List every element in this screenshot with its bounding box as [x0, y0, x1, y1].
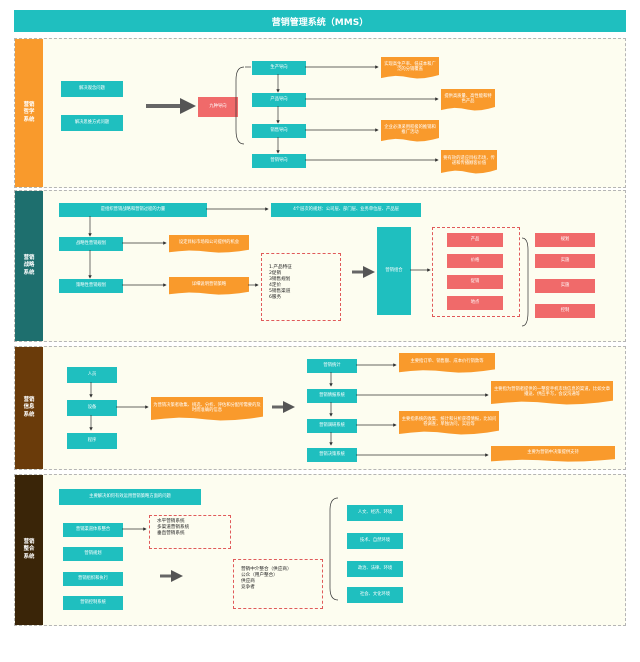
four-p-group [432, 227, 520, 317]
marketing-desc: 要有效的适应目标市场，传递和传播顾客价值 [441, 150, 497, 174]
right-implement-1: 实施 [535, 254, 595, 268]
env-technology: 技术、自然环境 [347, 533, 403, 549]
marketing-mix-box: 营销组合 [377, 227, 411, 315]
list-item: 3销售规划 [269, 276, 291, 282]
orientation-production: 生产导向 [252, 61, 306, 75]
list-item: 垂直营销系统 [157, 530, 185, 536]
marketing-org: 营销组织和执行 [63, 572, 123, 586]
intermediary-items: 营销中介整合（供应商） 公众（用户整合） 供应商 竞争者 [241, 567, 321, 591]
strategic-planning-desc: 设定目标市场和公司提供的机会 [169, 235, 249, 253]
list-item: 5销售渠道 [269, 288, 291, 294]
production-desc: 实现高生产率、低成本和广泛的分销覆盖 [381, 57, 439, 79]
list-item: 竞争者 [241, 584, 255, 590]
marketing-planning: 营销规划 [63, 547, 123, 561]
product-features-list [261, 253, 341, 321]
section-strategy: 营销 战略 系统 是组织营销战略和营销过程的力量 4个层次的规划：公司层、部门层… [14, 190, 626, 342]
thinking-box: 解决思维方式问题 [61, 115, 123, 131]
orientation-product: 产品导向 [252, 93, 306, 107]
list-item: 2促销 [269, 270, 282, 276]
research-desc: 主要指系统的收集、统计和分析获得情报，比如问卷调查，单独访问，实验等 [399, 411, 499, 435]
list-item: 水平营销系统 [157, 519, 185, 524]
orientation-sales: 销售导向 [252, 124, 306, 138]
info-equipment: 设备 [67, 400, 117, 416]
integration-top-box: 主要解决如何有效运用营销策略方面的问题 [59, 489, 201, 505]
list-item: 多渠道营销系统 [157, 524, 190, 530]
orientation-marketing: 营销导向 [252, 154, 306, 168]
list-item: 4定价 [269, 282, 282, 288]
info-collect-desc: 为营销决策者收集、挑选、分析、评估和分配所需要的及时而准确的信息 [151, 397, 263, 421]
mkt-statistics: 营销统计 [307, 359, 357, 373]
four-p-product: 产品 [447, 233, 503, 247]
four-levels-box: 4个层次的规划：公司层、部门层、业务单位层、产品层 [271, 203, 421, 217]
env-humanity: 人文、经济、环境 [347, 505, 403, 521]
concept-box: 解决观念问题 [61, 81, 123, 97]
four-p-price: 价格 [447, 254, 503, 268]
channel-integration: 营销渠道体系整合 [63, 523, 123, 537]
list-item: 6服务 [269, 294, 282, 300]
section-label-strategy: 营销 战略 系统 [15, 191, 43, 341]
section-information: 营销 信息 系统 人员 设备 程序 为营销决策者收集、挑选、分析、评估和分配所需… [14, 346, 626, 470]
list-item: 供应商 [241, 578, 255, 584]
marketing-control: 营销控制系统 [63, 596, 123, 610]
sales-desc: 企业必须采用积极的推销和推广活动 [381, 120, 439, 142]
nine-orientations-box: 九种导向 [198, 97, 238, 117]
right-implement-2: 实施 [535, 279, 595, 293]
section-philosophy: 营销 哲学 系统 解决观念问题 解决思维方式问题 九种导向 生产导向 产品导向 … [14, 38, 626, 188]
four-p-promotion: 促销 [447, 275, 503, 289]
intermediary-list [233, 559, 323, 609]
info-people: 人员 [67, 367, 117, 383]
mkt-decision: 营销决策系统 [307, 448, 357, 462]
intelligence-desc: 主要指为营销者提供的一整套手机市场信息的渠道，比如文章播送、供应手写，会议沟通等 [491, 381, 613, 405]
statistics-desc: 主要指订单、销售额、成本价行销款等 [399, 353, 495, 373]
strategy-power-box: 是组织营销战略和营销过程的力量 [59, 203, 207, 217]
product-features-items: 1.产品特征 2促销 3销售规划 4定价 5销售渠道 6服务 [269, 265, 339, 301]
list-item: 营销中介整合（供应商） [241, 567, 292, 572]
right-control: 控制 [535, 304, 595, 318]
section-label-philosophy: 营销 哲学 系统 [15, 39, 43, 187]
list-item: 公众（用户整合） [241, 572, 278, 578]
right-planning: 规划 [535, 233, 595, 247]
tactical-planning-desc: 详细说明营销策略 [169, 277, 249, 295]
info-procedure: 程序 [67, 433, 117, 449]
channel-system-list [149, 515, 231, 549]
section-integration: 营销 整合 系统 主要解决如何有效运用营销策略方面的问题 营销渠道体系整合 营销… [14, 474, 626, 626]
four-p-place: 地点 [447, 296, 503, 310]
strategic-planning-box: 战略性营销规划 [59, 237, 123, 251]
list-item: 1.产品特征 [269, 265, 292, 270]
channel-system-items: 水平营销系统 多渠道营销系统 垂直营销系统 [157, 519, 229, 537]
mkt-intelligence: 营销情报系统 [307, 389, 357, 403]
section-label-information: 营销 信息 系统 [15, 347, 43, 469]
section-label-integration: 营销 整合 系统 [15, 475, 43, 625]
env-society: 社会、文化环境 [347, 587, 403, 603]
env-politics: 政治、法律、环境 [347, 561, 403, 577]
decision-desc: 主要为营销中决策提供支持 [491, 446, 615, 462]
mkt-research: 营销调研系统 [307, 419, 357, 433]
product-desc: 提供高质量、高性能和特色产品 [441, 89, 495, 111]
tactical-planning-box: 策略性营销规划 [59, 279, 123, 293]
page-title: 营销管理系统（MMS） [14, 10, 626, 32]
